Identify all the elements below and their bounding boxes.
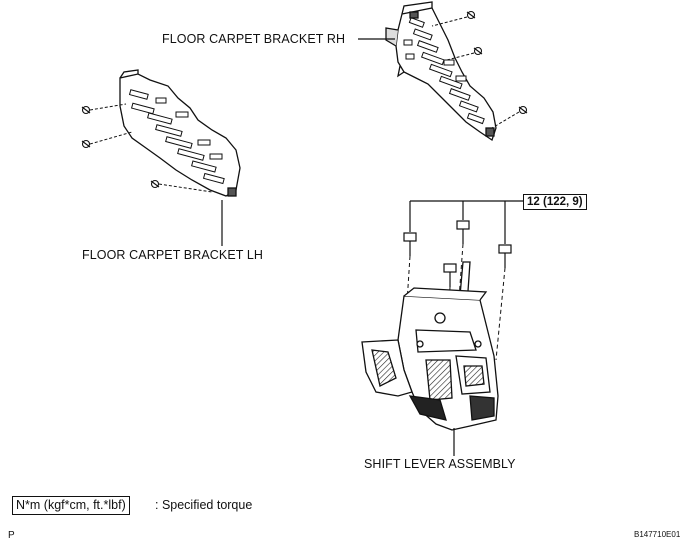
- rh-screw-leaders: [431, 16, 520, 129]
- shift-lever-assembly: [361, 261, 499, 431]
- lh-screw-leaders: [89, 103, 213, 193]
- screw-icon: [150, 179, 160, 189]
- bolt-icon: [456, 220, 470, 244]
- screw-icon: [473, 46, 483, 56]
- bolt-icon: [443, 263, 457, 287]
- page-marker: P: [8, 530, 15, 541]
- screw-icon: [466, 10, 476, 20]
- label-floor-carpet-bracket-rh: FLOOR CARPET BRACKET RH: [162, 32, 346, 46]
- rh-screws: [466, 10, 528, 115]
- screw-icon: [81, 139, 91, 149]
- legend-description: : Specified torque: [155, 498, 253, 512]
- lh-screws: [81, 105, 160, 189]
- torque-value-box: 12 (122, 9): [523, 194, 587, 210]
- torque-callout-lines: [409, 200, 525, 244]
- screw-icon: [518, 105, 528, 115]
- floor-carpet-bracket-rh: [385, 1, 497, 142]
- label-floor-carpet-bracket-lh: FLOOR CARPET BRACKET LH: [82, 248, 264, 262]
- label-shift-lever-assembly: SHIFT LEVER ASSEMBLY: [364, 457, 516, 471]
- floor-carpet-bracket-lh: [119, 69, 241, 197]
- bolt-icon: [403, 232, 417, 256]
- shift-lever-bolts: [403, 220, 512, 287]
- figure-id: B147710E01: [634, 530, 681, 539]
- legend-unit-box: N*m (kgf*cm, ft.*lbf): [12, 496, 130, 515]
- bolt-icon: [498, 244, 512, 268]
- screw-icon: [81, 105, 91, 115]
